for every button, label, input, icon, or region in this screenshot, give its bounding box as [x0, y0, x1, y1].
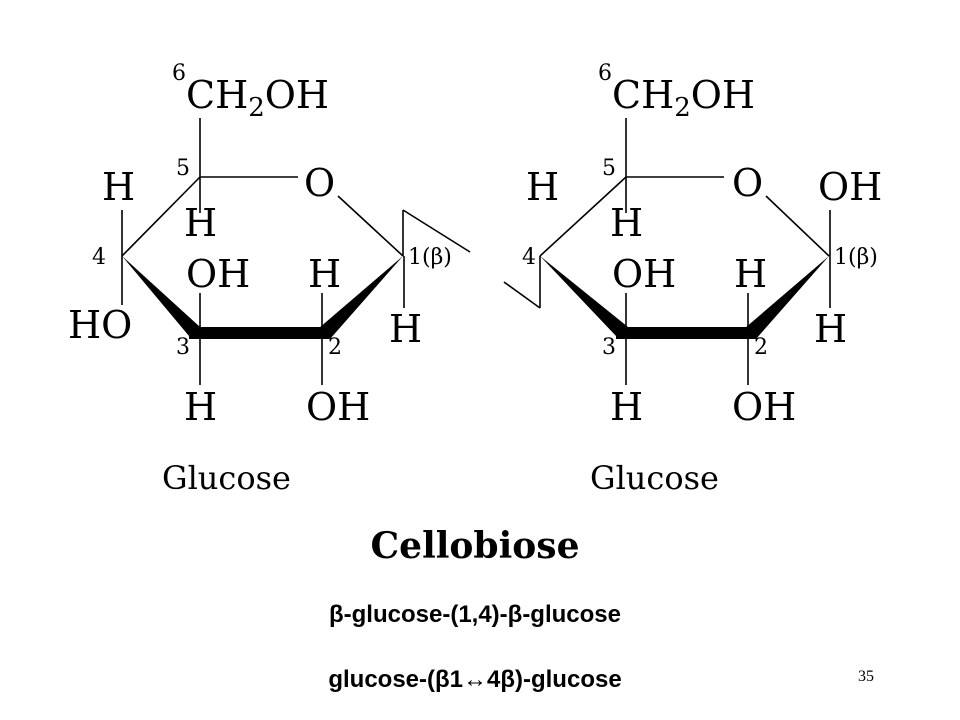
page-number: 35 [858, 668, 874, 685]
formula-beta-glucose: β-glucose-(1,4)-β-glucose [329, 601, 621, 628]
c2-top-h: H [308, 252, 341, 296]
c5-top-h: H [102, 165, 135, 209]
right-glucose-ring: 6 CH2OH 5 H H O OH 4 OH 3 H H 2 OH 1(β) … [522, 61, 882, 497]
bond-c1-bridge-o-diagonal [402, 209, 471, 253]
carbon-4-number: 4 [92, 245, 106, 270]
c3-bottom-h: H [184, 385, 217, 429]
c1-bottom-h-right: H [814, 307, 847, 351]
left-glucose-caption: Glucose [162, 459, 291, 497]
bond-ring-o-c1-right [765, 195, 830, 257]
c2-bottom-oh-right: OH [732, 385, 796, 429]
c1-bottom-h: H [389, 307, 422, 351]
c2-bottom-oh: OH [306, 385, 370, 429]
carbon-1-beta-label-right: 1(β) [834, 245, 878, 270]
carbon-5-number: 5 [176, 156, 190, 181]
c4-ho: HO [68, 303, 132, 347]
wedge-bond-c2-c1 [319, 256, 403, 339]
c3-bottom-h-right: H [610, 385, 643, 429]
carbon-2-number: 2 [328, 335, 342, 360]
carbon-1-beta-label: 1(β) [408, 245, 452, 270]
c6-group-label: CH2OH [186, 73, 329, 123]
c6-group-label-right: CH2OH [612, 73, 755, 123]
carbon-2-number-right: 2 [754, 335, 768, 360]
c5-bottom-h: H [184, 201, 217, 245]
c3-top-oh: OH [186, 252, 250, 296]
bond-c5-c4-right [539, 176, 627, 257]
carbon-3-number-right: 3 [602, 335, 616, 360]
formula-glycosidic-notation: glucose-(β1↔4β)-glucose [328, 666, 621, 693]
bold-bond-c3-c2 [189, 327, 330, 339]
carbon-3-number: 3 [176, 335, 190, 360]
bond-ring-o-c1 [337, 195, 404, 257]
bond-c5-c4 [121, 176, 201, 257]
carbon-6-number: 6 [172, 61, 186, 86]
wedge-bond-c4-c3-right [540, 256, 628, 338]
c1-top-oh-right: OH [818, 165, 882, 209]
c2-top-h-right: H [734, 252, 767, 296]
cellobiose-title: Cellobiose [371, 525, 580, 567]
wedge-bond-c4-c3 [122, 256, 200, 338]
bold-bond-c3-c2-right [616, 327, 756, 339]
carbon-5-number-right: 5 [602, 156, 616, 181]
c3-top-oh-right: OH [612, 252, 676, 296]
glycosidic-linkage [402, 209, 541, 309]
left-glucose-ring: 6 CH2OH 5 H H O 4 HO OH 3 H H 2 OH 1(β) … [68, 61, 452, 497]
wedge-bond-c2-c1-right [745, 256, 829, 339]
c5-bottom-h-right: H [610, 201, 643, 245]
carbon-4-number-right: 4 [522, 245, 536, 270]
right-glucose-caption: Glucose [590, 459, 719, 497]
ring-oxygen: O [304, 161, 335, 205]
ring-oxygen-right: O [732, 161, 763, 205]
carbon-6-number-right: 6 [598, 61, 612, 86]
c5-top-h-right: H [526, 165, 559, 209]
bond-bridge-o-c4 [503, 281, 541, 309]
